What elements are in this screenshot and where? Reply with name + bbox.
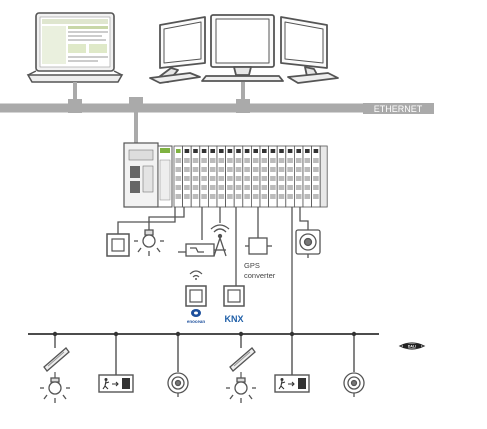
wall-switch-icon — [106, 233, 130, 257]
io-module — [259, 145, 270, 208]
lamp-icon — [40, 377, 70, 403]
enocean-logo — [191, 309, 201, 317]
io-module — [173, 145, 184, 208]
knx-switch-icon — [223, 285, 245, 307]
gps-label-line2: converter — [244, 271, 276, 280]
monitor-icon — [149, 14, 339, 84]
io-module — [182, 145, 192, 208]
knx-logo: KNX — [224, 314, 243, 324]
io-module — [216, 145, 227, 208]
controller-icon — [123, 142, 173, 208]
io-module — [268, 145, 278, 208]
emergency-exit-sign-icon — [274, 374, 310, 393]
gps-converter-icon — [245, 237, 272, 255]
lamp-icon — [226, 377, 256, 403]
bus-junctions — [52, 331, 357, 337]
enocean-switch-icon — [185, 270, 207, 307]
dimmer-icon — [178, 243, 226, 257]
dali-bus — [28, 333, 379, 375]
io-module — [199, 145, 209, 208]
io-module — [242, 145, 252, 208]
lamp-icon — [134, 229, 164, 256]
io-module — [250, 145, 261, 208]
presence-sensor-icon — [167, 372, 189, 397]
io-module — [285, 145, 295, 208]
io-module — [207, 145, 218, 208]
end-module — [319, 145, 328, 208]
fluorescent-tube-icon — [229, 347, 256, 372]
wireless-antenna-icon — [210, 224, 230, 257]
fluorescent-tube-icon — [43, 347, 70, 372]
enocean-label: enocean — [187, 319, 206, 324]
gps-label-line1: GPS — [244, 261, 260, 270]
dali-label: DALI — [408, 345, 416, 349]
io-module — [190, 145, 201, 208]
ethernet-label: ETHERNET — [374, 104, 423, 114]
io-module — [311, 145, 321, 208]
io-module — [293, 145, 304, 208]
presence-sensor-icon — [343, 372, 365, 397]
presence-sensor-icon — [295, 229, 321, 258]
io-module — [302, 145, 313, 208]
io-modules — [173, 145, 328, 208]
dali-logo — [398, 342, 426, 350]
io-module — [233, 145, 244, 208]
ethernet-bus — [0, 82, 434, 146]
laptop-icon — [26, 12, 124, 83]
io-module — [225, 145, 235, 208]
field-wiring — [117, 207, 309, 334]
emergency-exit-sign-icon — [98, 374, 134, 393]
io-module — [276, 145, 287, 208]
